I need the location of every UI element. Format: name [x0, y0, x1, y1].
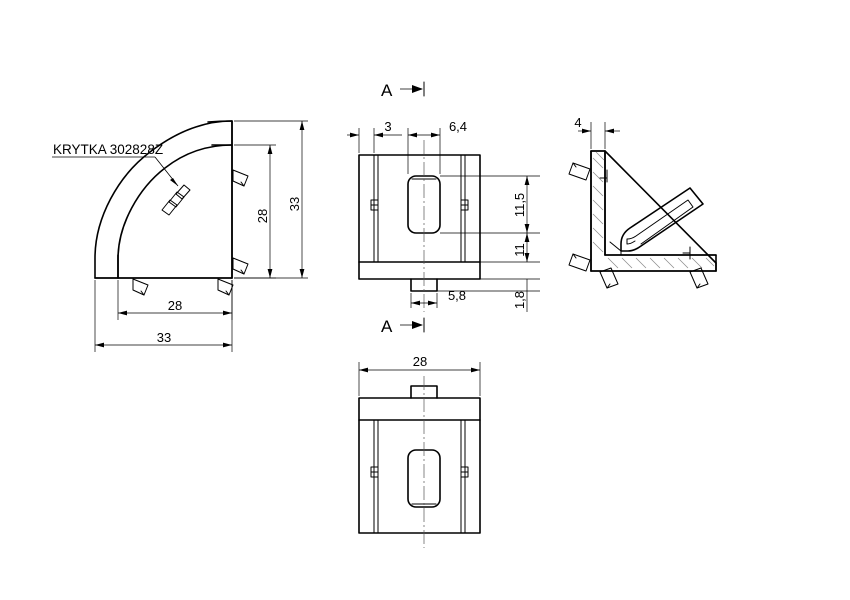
dim-front-1-8: 1,8 — [437, 278, 540, 312]
dim-front-11: 11 — [480, 233, 540, 263]
dim-iso-width-28-text: 28 — [168, 298, 182, 313]
section-clip-bottom-2 — [682, 246, 709, 289]
front-view: A A — [347, 81, 540, 336]
section-clip-bottom-1 — [599, 267, 619, 289]
dim-front-11-5-text: 11,5 — [512, 193, 527, 217]
dim-section-4: 4 — [574, 115, 620, 149]
dim-front-5-8-text: 5,8 — [448, 288, 466, 303]
front-right-clip-notch — [460, 199, 469, 211]
isometric-clip-bottom-right-2 — [217, 278, 234, 296]
dim-iso-height-28: 28 — [234, 144, 276, 279]
dim-iso-width-33-text: 33 — [157, 330, 171, 345]
section-clip-top-left — [568, 162, 608, 183]
part-label-leader — [52, 156, 179, 187]
section-inner-slot — [626, 199, 694, 245]
bottom-view: 28 — [358, 354, 481, 548]
front-left-clip-notch — [370, 199, 379, 211]
isometric-top-edge — [207, 120, 233, 123]
isometric-view: KRYTKA 302828Z 28 33 28 — [52, 120, 308, 352]
front-body-outline — [358, 154, 481, 280]
dim-iso-height-33: 33 — [234, 120, 308, 279]
dim-front-1-8-text: 1,8 — [512, 291, 527, 309]
isometric-rib-details — [161, 184, 191, 216]
section-outer-profile — [590, 150, 717, 272]
isometric-clip-bottom-right — [232, 257, 249, 275]
section-inner-rib — [620, 187, 704, 252]
section-rib-join-1 — [609, 241, 622, 252]
isometric-clip-top-right — [232, 169, 249, 187]
dim-front-3: 3 — [347, 119, 402, 153]
section-label-top: A — [381, 81, 393, 100]
section-hatching — [592, 151, 715, 269]
bottom-right-clip-notch — [460, 466, 469, 478]
dim-front-6-4: 6,4 — [407, 119, 467, 174]
dim-front-3-text: 3 — [384, 119, 391, 134]
bottom-left-clip-notch — [370, 466, 379, 478]
dim-iso-width-28: 28 — [117, 280, 233, 320]
isometric-inner-profile — [117, 144, 233, 279]
section-clip-bottom-left — [568, 253, 591, 272]
dim-bottom-28: 28 — [358, 354, 481, 396]
dim-iso-height-33-text: 33 — [287, 197, 302, 211]
section-mark-bottom: A — [381, 317, 425, 336]
dim-iso-height-28-text: 28 — [255, 209, 270, 223]
section-mark-top: A — [381, 81, 425, 100]
dim-section-4-text: 4 — [574, 115, 581, 130]
dim-front-11-text: 11 — [512, 243, 527, 257]
isometric-clip-bottom-left — [132, 278, 149, 296]
bottom-body-outline — [358, 397, 481, 534]
section-a-a-view: 4 — [568, 115, 717, 289]
dim-front-6-4-text: 6,4 — [449, 119, 467, 134]
dim-iso-width-33: 33 — [94, 280, 233, 352]
part-label: KRYTKA 302828Z — [53, 142, 163, 157]
section-label-bottom: A — [381, 317, 393, 336]
dim-front-11-5: 11,5 — [440, 175, 540, 234]
dim-front-5-8: 5,8 — [410, 288, 466, 308]
dim-bottom-28-text: 28 — [413, 354, 427, 369]
